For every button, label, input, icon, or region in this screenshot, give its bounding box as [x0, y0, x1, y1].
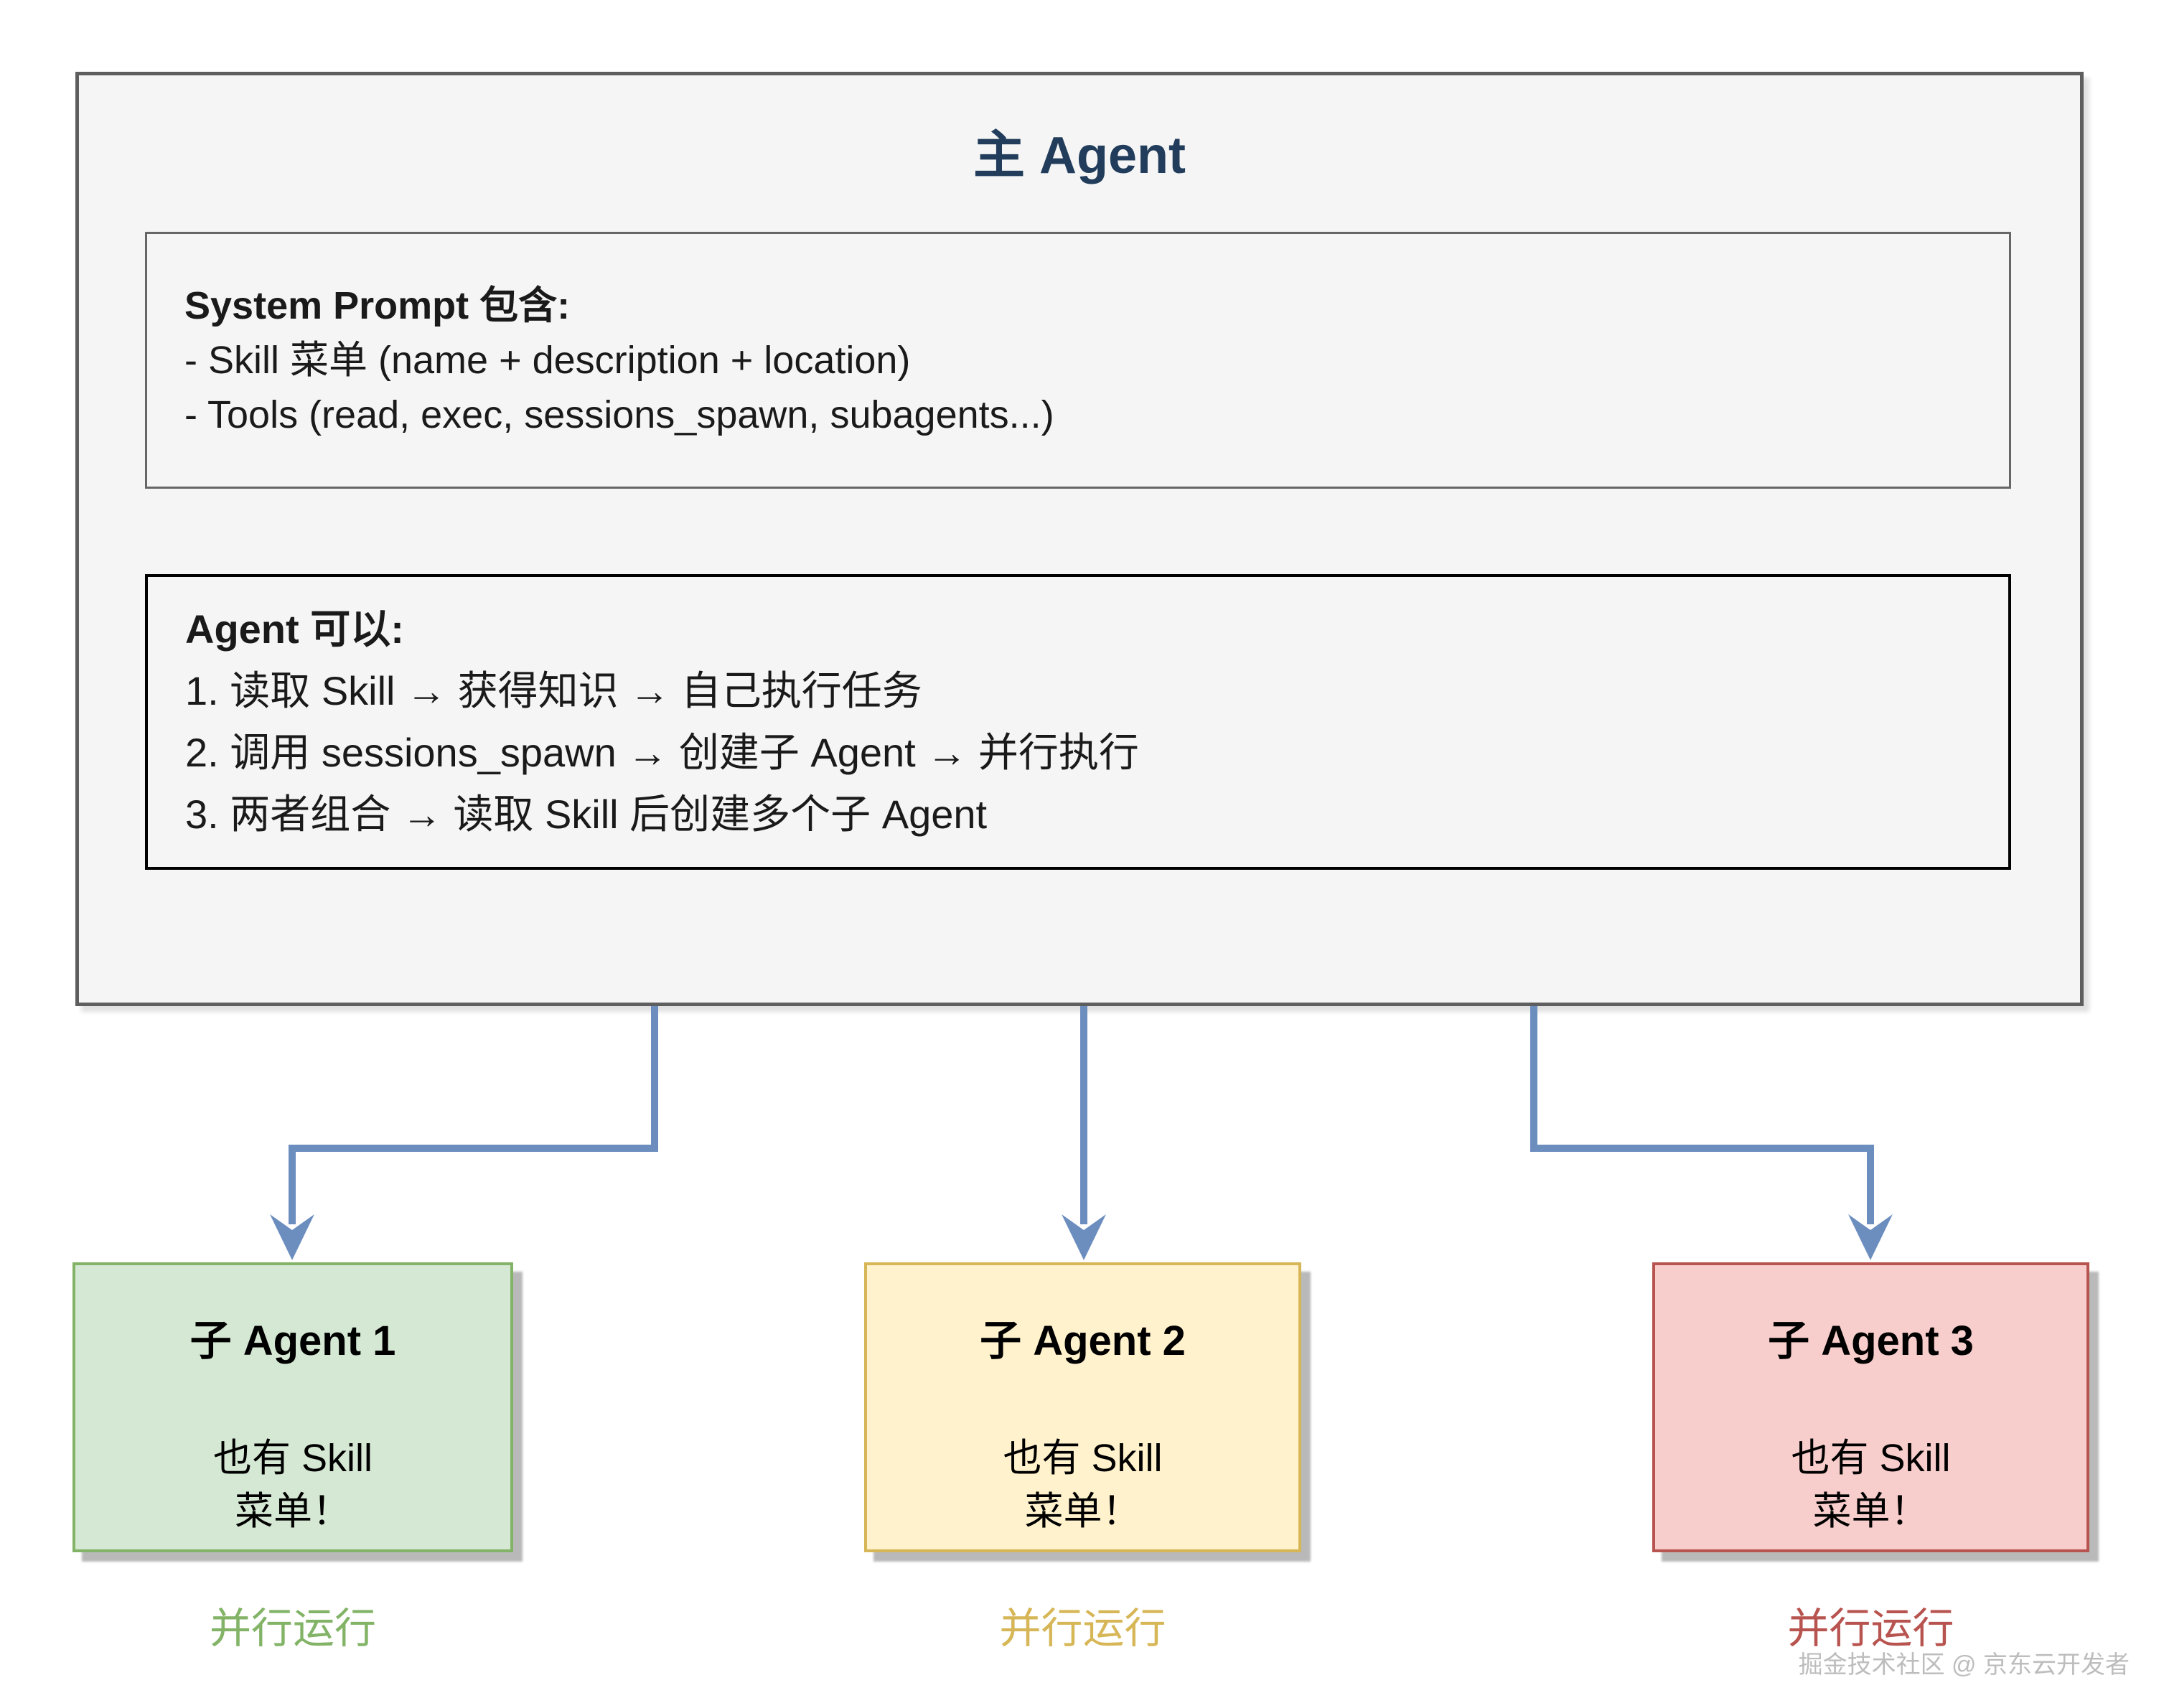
sub-agent-1-card: 子 Agent 1 也有 Skill 菜单！ — [72, 1262, 513, 1552]
sub-agent-2-body-line: 也有 Skill — [1003, 1437, 1163, 1480]
sub-agent-1-title: 子 Agent 1 — [189, 1318, 396, 1364]
capabilities-heading: Agent 可以: — [185, 606, 404, 652]
sub-agent-3-run-label: 并行运行 — [1787, 1605, 1954, 1652]
arrow-line-to-sub-agent-1 — [289, 1006, 658, 1224]
sub-agent-1-body-line: 也有 Skill — [212, 1437, 373, 1480]
sub-agent-3-body-line: 也有 Skill — [1791, 1437, 1951, 1480]
sub-agent-2-body-line: 菜单！ — [1024, 1490, 1141, 1533]
sub-agent-3-title: 子 Agent 3 — [1768, 1318, 1974, 1364]
arrow-line-to-sub-agent-3 — [1530, 1006, 1874, 1224]
sub-agent-2-card: 子 Agent 2 也有 Skill 菜单！ — [864, 1262, 1301, 1552]
sub-agent-1-body-line: 菜单！ — [235, 1490, 351, 1533]
arrowhead-down-icon — [270, 1214, 314, 1260]
sub-agent-1-run-label: 并行运行 — [209, 1605, 376, 1652]
capabilities-box: Agent 可以: 1. 读取 Skill → 获得知识 → 自己执行任务 2.… — [145, 574, 2011, 870]
system-prompt-item: - Skill 菜单 (name + description + locatio… — [184, 339, 911, 382]
arrowhead-down-icon — [1848, 1214, 1893, 1260]
sub-agent-2-run-label: 并行运行 — [999, 1605, 1166, 1652]
sub-agent-3-body: 也有 Skill 菜单！ — [1655, 1432, 2086, 1538]
capabilities-item: 2. 调用 sessions_spawn → 创建子 Agent → 并行执行 — [185, 730, 1139, 775]
system-prompt-heading: System Prompt 包含: — [184, 284, 571, 327]
sub-agent-3-body-line: 菜单！ — [1812, 1490, 1929, 1533]
system-prompt-box: System Prompt 包含: - Skill 菜单 (name + des… — [145, 232, 2011, 489]
sub-agent-3-card: 子 Agent 3 也有 Skill 菜单！ — [1652, 1262, 2089, 1552]
watermark: 掘金技术社区 @ 京东云开发者 — [1798, 1651, 2130, 1679]
capabilities-item: 1. 读取 Skill → 获得知识 → 自己执行任务 — [185, 668, 922, 713]
sub-agent-2-title: 子 Agent 2 — [980, 1318, 1186, 1364]
arrowhead-down-icon — [1062, 1214, 1106, 1260]
capabilities-item: 3. 两者组合 → 读取 Skill 后创建多个子 Agent — [185, 792, 988, 837]
sub-agent-1-body: 也有 Skill 菜单！ — [75, 1432, 510, 1538]
system-prompt-item: - Tools (read, exec, sessions_spawn, sub… — [184, 393, 1054, 436]
sub-agent-2-body: 也有 Skill 菜单！ — [867, 1432, 1298, 1538]
main-agent-title: 主 Agent — [973, 127, 1186, 184]
